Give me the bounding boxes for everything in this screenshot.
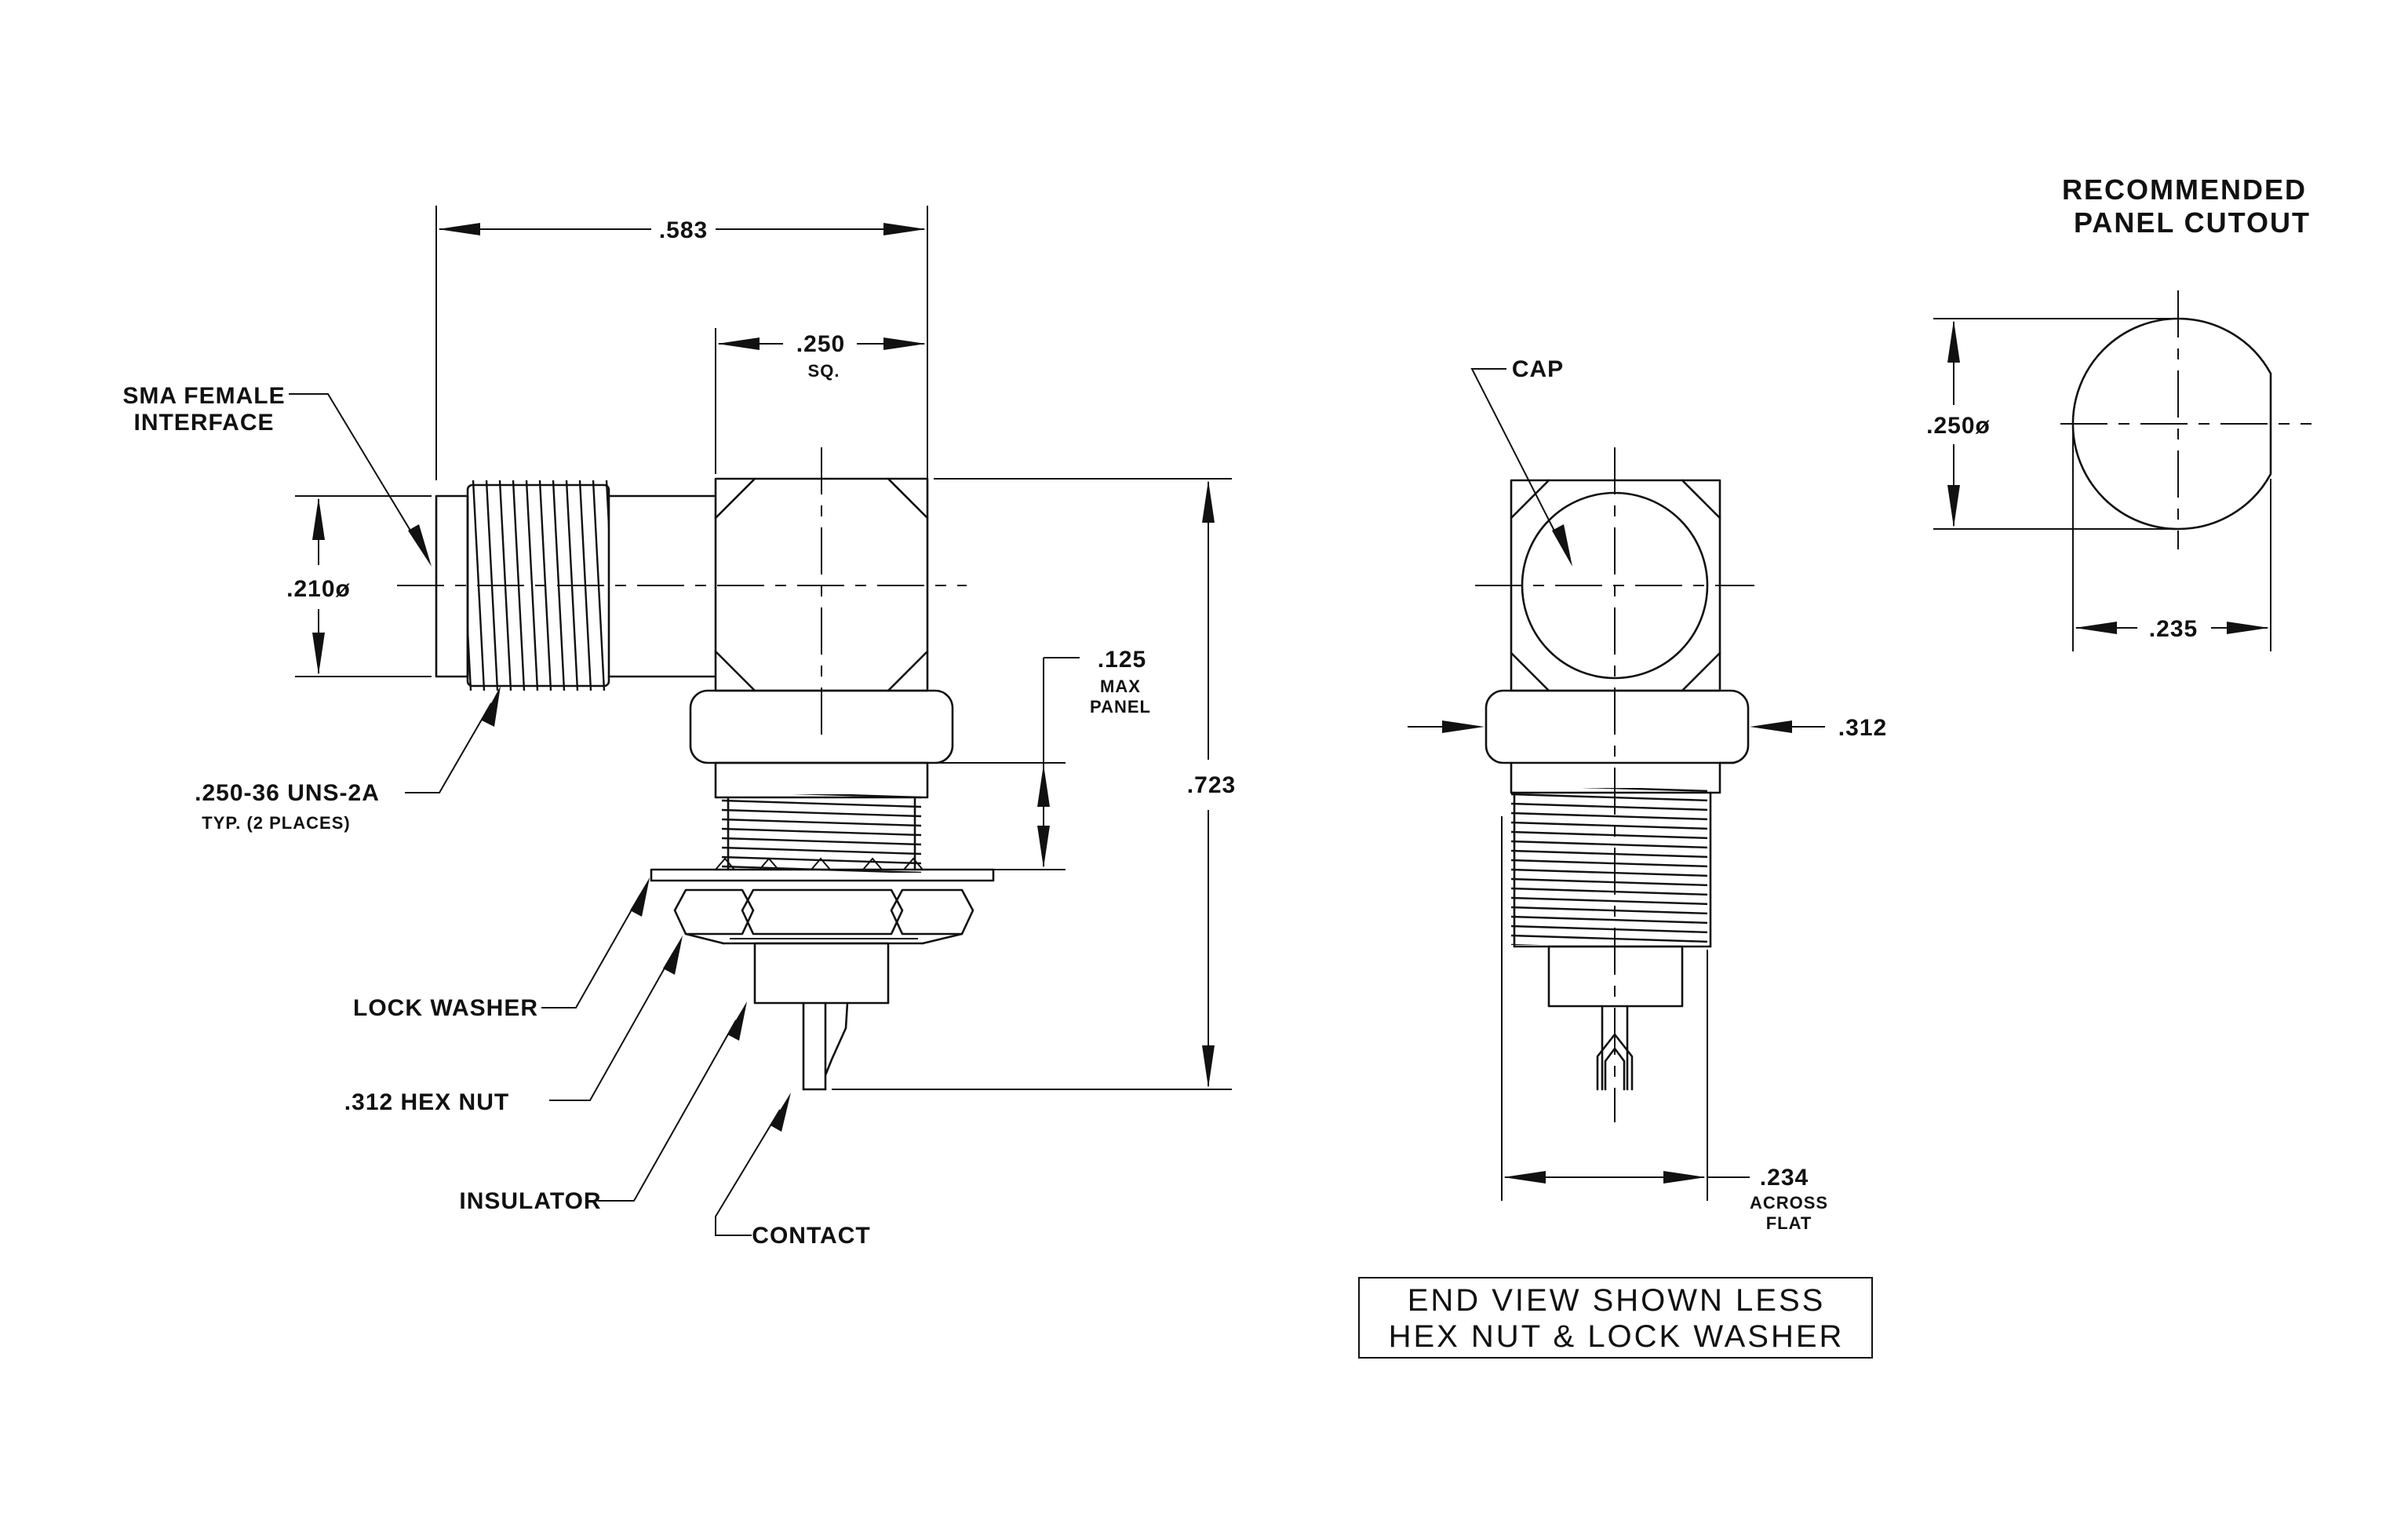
dim-cutout-flat: .235 (2149, 616, 2198, 642)
dim-body-square: .250 (796, 331, 845, 357)
end-dimensions: CAP .312 .234 ACROSS FLAT (1408, 356, 1887, 1233)
side-dimensions: .583 .250 SQ. .210ø .723 .125 MAX (286, 206, 1236, 1090)
cutout-shape (2071, 317, 2272, 531)
callout-insulator: INSULATOR (459, 1188, 601, 1214)
dim-across-flat: .234 (1760, 1165, 1809, 1191)
dim-panel-thickness: .125 (1098, 647, 1146, 673)
end-view (1475, 447, 1754, 1122)
note-line1: END VIEW SHOWN LESS (1408, 1283, 1826, 1318)
note-box: END VIEW SHOWN LESS HEX NUT & LOCK WASHE… (1358, 1277, 1873, 1359)
dim-panel-note-panel: PANEL (1090, 697, 1151, 717)
cutout-title-line1: RECOMMENDED (2062, 173, 2307, 206)
end-flange (1485, 689, 1750, 764)
shoulder (714, 761, 929, 799)
lock-washer (650, 857, 995, 882)
mount-thread (722, 794, 921, 873)
callout-lock-washer: LOCK WASHER (353, 995, 538, 1021)
dim-overall-height: .723 (1187, 772, 1236, 798)
cutout-title-line2: PANEL CUTOUT (2074, 206, 2311, 239)
dim-across-note-2: FLAT (1766, 1213, 1812, 1233)
callout-hex-nut: .312 HEX NUT (344, 1089, 509, 1115)
end-thread (1511, 788, 1712, 948)
insulator (753, 942, 890, 1005)
callout-thread-line1: .250-36 UNS-2A (195, 780, 380, 806)
dim-cutout-dia: .250ø (1926, 413, 1991, 439)
note-line2: HEX NUT & LOCK WASHER (1389, 1319, 1845, 1354)
side-view (397, 447, 995, 1091)
callout-thread-line2: TYP. (2 PLACES) (202, 813, 350, 833)
dim-end-hex: .312 (1838, 715, 1887, 741)
side-callouts: SMA FEMALE INTERFACE .250-36 UNS-2A TYP.… (122, 383, 870, 1249)
panel-cutout: RECOMMENDED PANEL CUTOUT .250ø .235 (1926, 173, 2311, 651)
dim-body-square-note: SQ. (808, 361, 840, 381)
contact-pin (802, 1001, 849, 1091)
callout-cap: CAP (1512, 356, 1564, 382)
callout-contact: CONTACT (752, 1223, 870, 1249)
dim-interface-dia: .210ø (286, 576, 351, 602)
dim-across-note-1: ACROSS (1750, 1193, 1828, 1213)
callout-sma-line1: SMA FEMALE (122, 383, 285, 409)
dim-panel-note-max: MAX (1100, 677, 1141, 696)
callout-sma-line2: INTERFACE (133, 410, 274, 436)
hex-nut (673, 888, 974, 945)
dim-overall-length: .583 (659, 217, 708, 243)
